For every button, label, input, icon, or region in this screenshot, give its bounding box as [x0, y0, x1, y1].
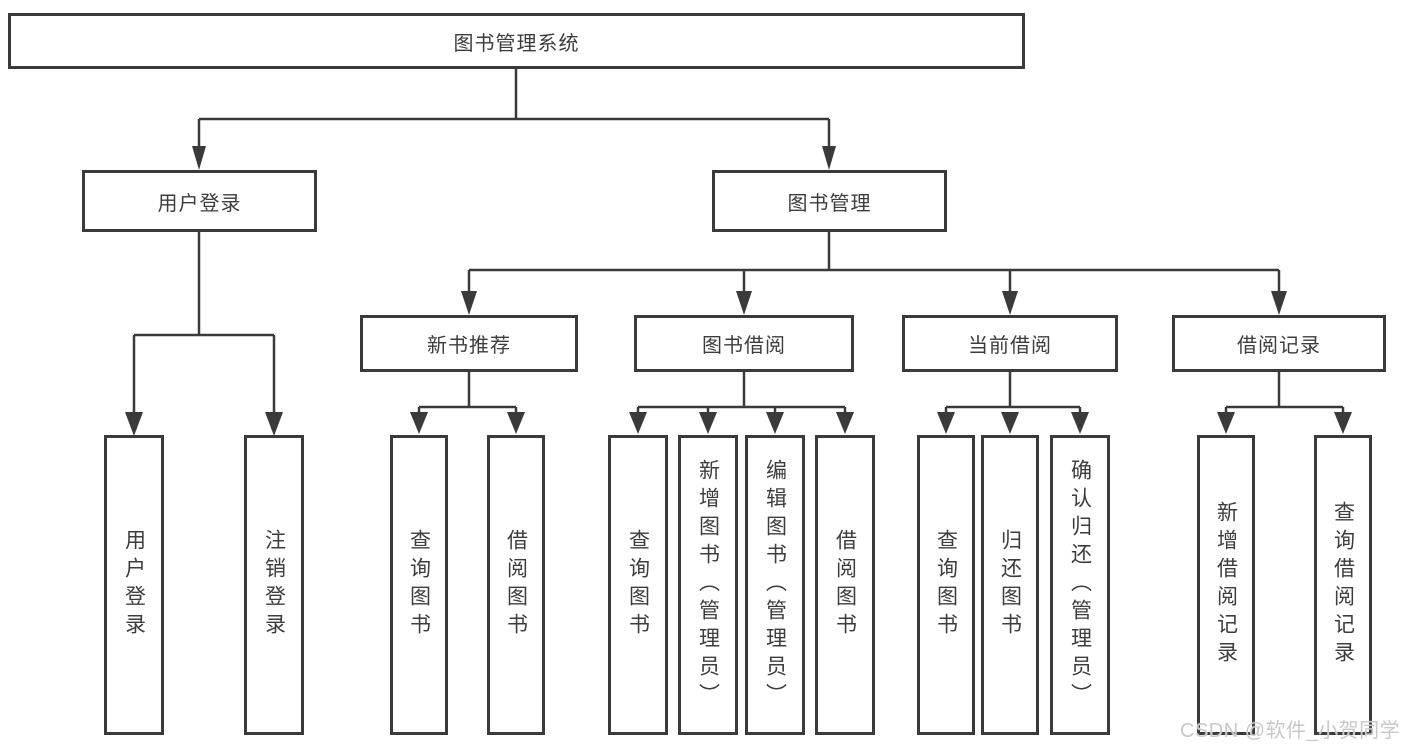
leaf-borrow-books-borrowing: 借阅图书	[815, 435, 875, 735]
node-book-borrowing: 图书借阅	[634, 315, 854, 372]
leaf-query-books-current: 查询图书	[917, 435, 975, 735]
node-new-book-recommendation: 新书推荐	[360, 315, 578, 372]
csdn-watermark: CSDN @软件_小贺同学	[1180, 720, 1401, 742]
leaf-query-books-borrowing: 查询图书	[608, 435, 668, 735]
leaf-return-books: 归还图书	[981, 435, 1039, 735]
node-borrowing-records: 借阅记录	[1172, 315, 1386, 372]
leaf-add-borrowing-record: 新增借阅记录	[1197, 435, 1255, 735]
leaf-query-books-newbook: 查询图书	[390, 435, 448, 735]
node-current-borrowing: 当前借阅	[902, 315, 1118, 372]
leaf-add-books-admin: 新增图书（管理员）	[678, 435, 738, 735]
leaf-user-login: 用户登录	[104, 435, 164, 735]
leaf-logout: 注销登录	[244, 435, 304, 735]
leaf-borrow-books-newbook: 借阅图书	[487, 435, 545, 735]
leaf-query-borrowing-record: 查询借阅记录	[1314, 435, 1372, 735]
leaf-edit-books-admin: 编辑图书（管理员）	[745, 435, 805, 735]
node-book-management: 图书管理	[712, 170, 947, 232]
node-library-management-system: 图书管理系统	[8, 13, 1025, 69]
leaf-confirm-return-admin: 确认归还（管理员）	[1050, 435, 1110, 735]
node-user-login: 用户登录	[82, 170, 317, 232]
